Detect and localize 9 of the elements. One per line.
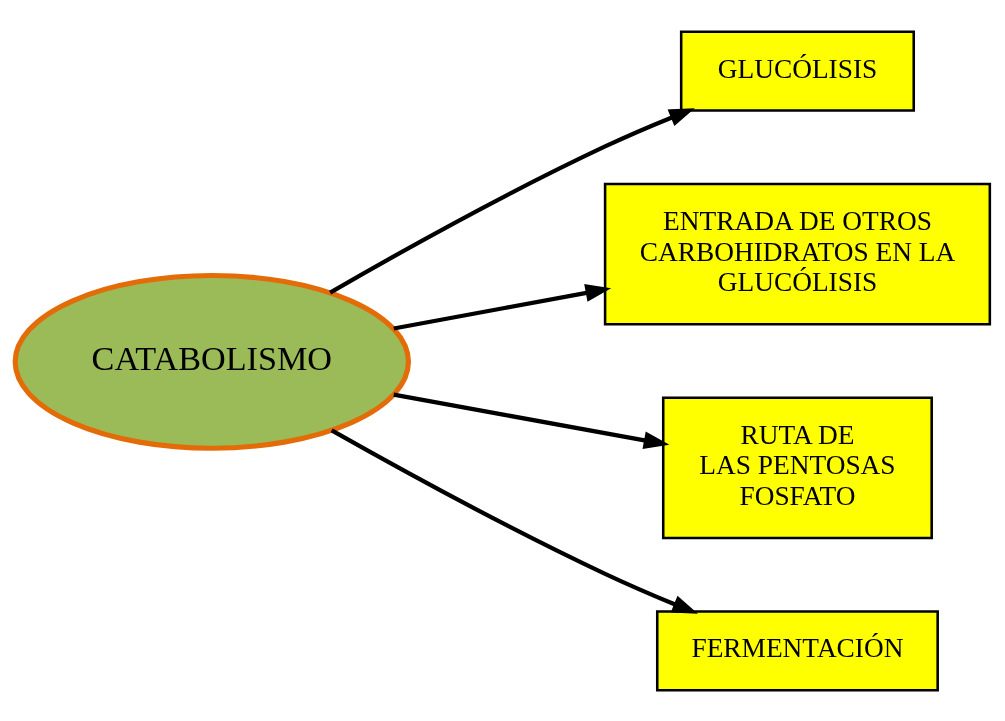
node-box: RUTA DE LAS PENTOSAS FOSFATO: [661, 396, 933, 539]
node-box: FERMENTACIÓN: [655, 609, 939, 691]
node-box: ENTRADA DE OTROS CARBOHIDRATOS EN LA GLUCÓLISIS: [603, 182, 992, 325]
arrow: [329, 107, 695, 294]
arrow: [393, 392, 670, 449]
arrow: [330, 428, 698, 614]
node-box: GLUCÓLISIS: [679, 30, 915, 112]
arrow: [393, 283, 612, 331]
node-ellipse: CATABOLISMO: [12, 272, 411, 451]
